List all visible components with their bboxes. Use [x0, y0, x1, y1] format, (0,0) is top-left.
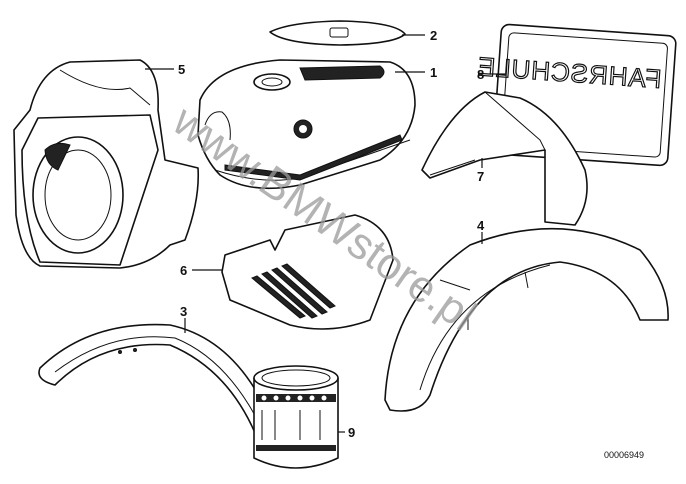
- callout-number: 1: [430, 65, 437, 80]
- fuel-tank-part[interactable]: [197, 59, 416, 190]
- callout-4[interactable]: 4: [477, 218, 485, 244]
- front-mudguard-part[interactable]: [38, 323, 276, 441]
- callout-7[interactable]: 7: [477, 158, 484, 184]
- callout-6[interactable]: 6: [180, 263, 223, 278]
- headlight-fairing-part[interactable]: [13, 59, 200, 269]
- tank-cover-part[interactable]: [269, 20, 406, 46]
- callout-number: 7: [477, 169, 484, 184]
- drawing-number: 00006949: [604, 450, 644, 460]
- callout-number: 9: [348, 425, 355, 440]
- callout-number: 3: [180, 304, 187, 319]
- side-cover-part[interactable]: [221, 214, 394, 330]
- callout-3[interactable]: 3: [180, 304, 187, 333]
- callout-2[interactable]: 2: [402, 28, 437, 43]
- callout-1[interactable]: 1: [395, 65, 437, 80]
- callout-number: 2: [430, 28, 437, 43]
- paint-can-part[interactable]: [253, 365, 339, 469]
- callout-number: 6: [180, 263, 187, 278]
- callout-8[interactable]: 8: [477, 67, 505, 82]
- callout-number: 8: [477, 67, 484, 82]
- callout-9[interactable]: 9: [338, 425, 355, 440]
- callout-number: 5: [178, 62, 185, 77]
- tail-cowl-part[interactable]: [421, 91, 588, 226]
- rear-mudguard-part[interactable]: [384, 227, 669, 412]
- callout-5[interactable]: 5: [145, 62, 185, 77]
- callout-number: 4: [477, 218, 485, 233]
